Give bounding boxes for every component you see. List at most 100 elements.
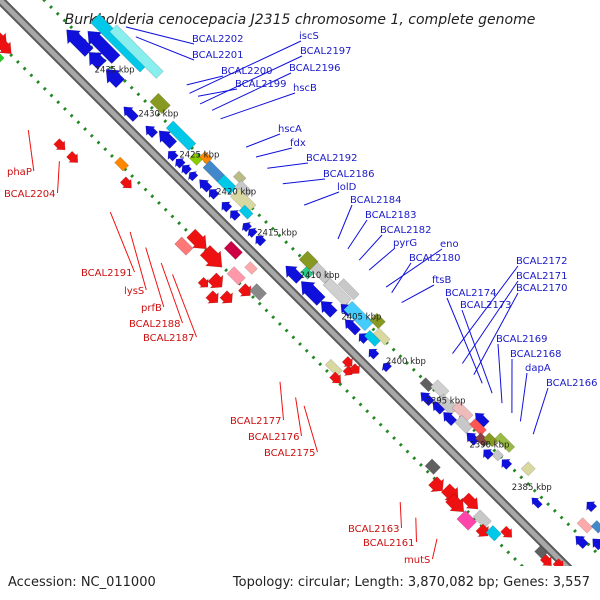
gene-feature-2: [87, 30, 121, 65]
gene-feature-104: [485, 524, 502, 542]
gene-feature-18: [199, 179, 213, 193]
gene-label-plus-2: iscS: [299, 31, 319, 42]
gene-feature-86: [244, 261, 258, 275]
gene-label-plus-16: pyrG: [393, 238, 417, 249]
gene-feature-60: [482, 449, 495, 461]
gene-feature-91: [324, 358, 343, 377]
scale-tick-label-4: 2415 kbp: [257, 228, 297, 238]
gene-feature-8: [145, 125, 159, 139]
gene-label-plus-21: ftsB: [432, 275, 451, 286]
gene-feature-65: [531, 497, 543, 509]
gene-feature-22: [221, 201, 233, 213]
connector-minus-12: [431, 538, 438, 560]
gene-feature-80: [186, 228, 207, 250]
gene-feature-31: [300, 266, 314, 280]
gene-feature-45: [368, 348, 380, 360]
gene-label-minus-3: lysS: [124, 286, 144, 297]
connector-plus-10: [267, 162, 309, 169]
gene-feature-14: [187, 170, 199, 182]
summary-text: Topology: circular; Length: 3,870,082 bp…: [232, 575, 590, 590]
gene-feature-95: [348, 363, 360, 375]
gene-label-minus-5: BCAL2188: [129, 319, 181, 330]
gene-label-plus-4: BCAL2200: [221, 66, 273, 77]
gene-feature-6: [123, 106, 140, 123]
connector-plus-28: [532, 387, 549, 435]
gene-label-minus-1: BCAL2204: [4, 189, 56, 200]
gene-label-minus-8: BCAL2176: [248, 432, 300, 443]
gene-feature-33: [285, 265, 304, 284]
connector-plus-3: [199, 55, 303, 105]
connector-plus-16: [368, 247, 396, 271]
gene-label-plus-3: BCAL2197: [300, 46, 352, 57]
gene-feature-81: [199, 244, 223, 268]
map-title: Burkholderia cenocepacia J2315 chromosom…: [65, 12, 536, 28]
gene-feature-69: [575, 535, 589, 550]
gene-label-minus-7: BCAL2177: [230, 416, 282, 427]
gene-feature-84: [207, 272, 224, 289]
connector-minus-8: [295, 397, 302, 437]
connector-minus-4: [145, 247, 165, 308]
gene-label-plus-5: BCAL2196: [289, 63, 341, 74]
gene-label-plus-13: BCAL2184: [350, 195, 402, 206]
gene-feature-87: [219, 290, 233, 304]
gene-label-plus-25: BCAL2169: [496, 334, 548, 345]
gene-feature-29: [255, 235, 267, 247]
gene-feature-36: [320, 300, 338, 318]
gene-feature-74: [0, 37, 12, 55]
gene-feature-99: [445, 493, 465, 513]
connector-plus-7: [220, 92, 296, 120]
scale-tick-label-7: 2400 kbp: [386, 357, 426, 367]
gene-feature-0: [66, 29, 94, 58]
gene-feature-16: [198, 150, 213, 165]
gene-label-plus-8: hscA: [278, 124, 302, 135]
connector-plus-2: [189, 40, 302, 94]
gene-label-minus-4: prfB: [141, 303, 162, 314]
gene-feature-48: [420, 392, 435, 407]
connector-plus-6: [197, 88, 238, 97]
gene-label-plus-15: BCAL2182: [380, 225, 432, 236]
scale-tick-label-10: 2385 kbp: [512, 483, 552, 493]
gene-feature-70: [592, 538, 600, 551]
gene-label-plus-24: BCAL2173: [460, 300, 512, 311]
gene-label-plus-0: BCAL2202: [192, 34, 244, 45]
connector-minus-11: [415, 517, 417, 543]
connector-minus-7: [279, 381, 284, 421]
connector-plus-17: [385, 248, 443, 288]
connector-plus-22: [473, 292, 519, 376]
footer-bar: [0, 566, 600, 600]
gene-feature-107: [539, 553, 552, 567]
gene-feature-11: [167, 150, 179, 162]
gene-label-plus-22: BCAL2170: [516, 283, 568, 294]
gene-feature-44: [372, 327, 391, 346]
gene-feature-37: [337, 278, 360, 301]
gene-feature-101: [456, 510, 478, 531]
gene-label-minus-10: BCAL2163: [348, 524, 400, 535]
gene-label-minus-12: mutS: [404, 555, 430, 566]
gene-feature-82: [197, 276, 209, 288]
gene-feature-30: [298, 250, 319, 271]
gene-label-plus-20: BCAL2171: [516, 271, 568, 282]
connector-plus-14: [347, 219, 368, 250]
gene-label-minus-11: BCAL2161: [363, 538, 415, 549]
minus-tick-guide: [0, 41, 559, 600]
gene-label-minus-0: phaP: [7, 167, 32, 178]
connector-plus-13: [337, 204, 353, 240]
gene-feature-24: [230, 187, 257, 214]
gene-feature-97: [428, 476, 444, 493]
scale-tick-label-3: 2420 kbp: [216, 187, 256, 197]
connector-plus-0: [125, 26, 195, 45]
gene-feature-19: [208, 188, 220, 200]
connector-minus-3: [129, 231, 147, 291]
gene-feature-76: [66, 150, 79, 163]
plus-tick-guide: [41, 0, 600, 559]
gene-feature-78: [119, 176, 132, 189]
gene-feature-21: [232, 170, 247, 185]
gene-feature-92: [329, 371, 342, 384]
gene-feature-25: [229, 210, 241, 222]
connector-minus-9: [303, 405, 318, 453]
gene-feature-63: [501, 458, 513, 470]
